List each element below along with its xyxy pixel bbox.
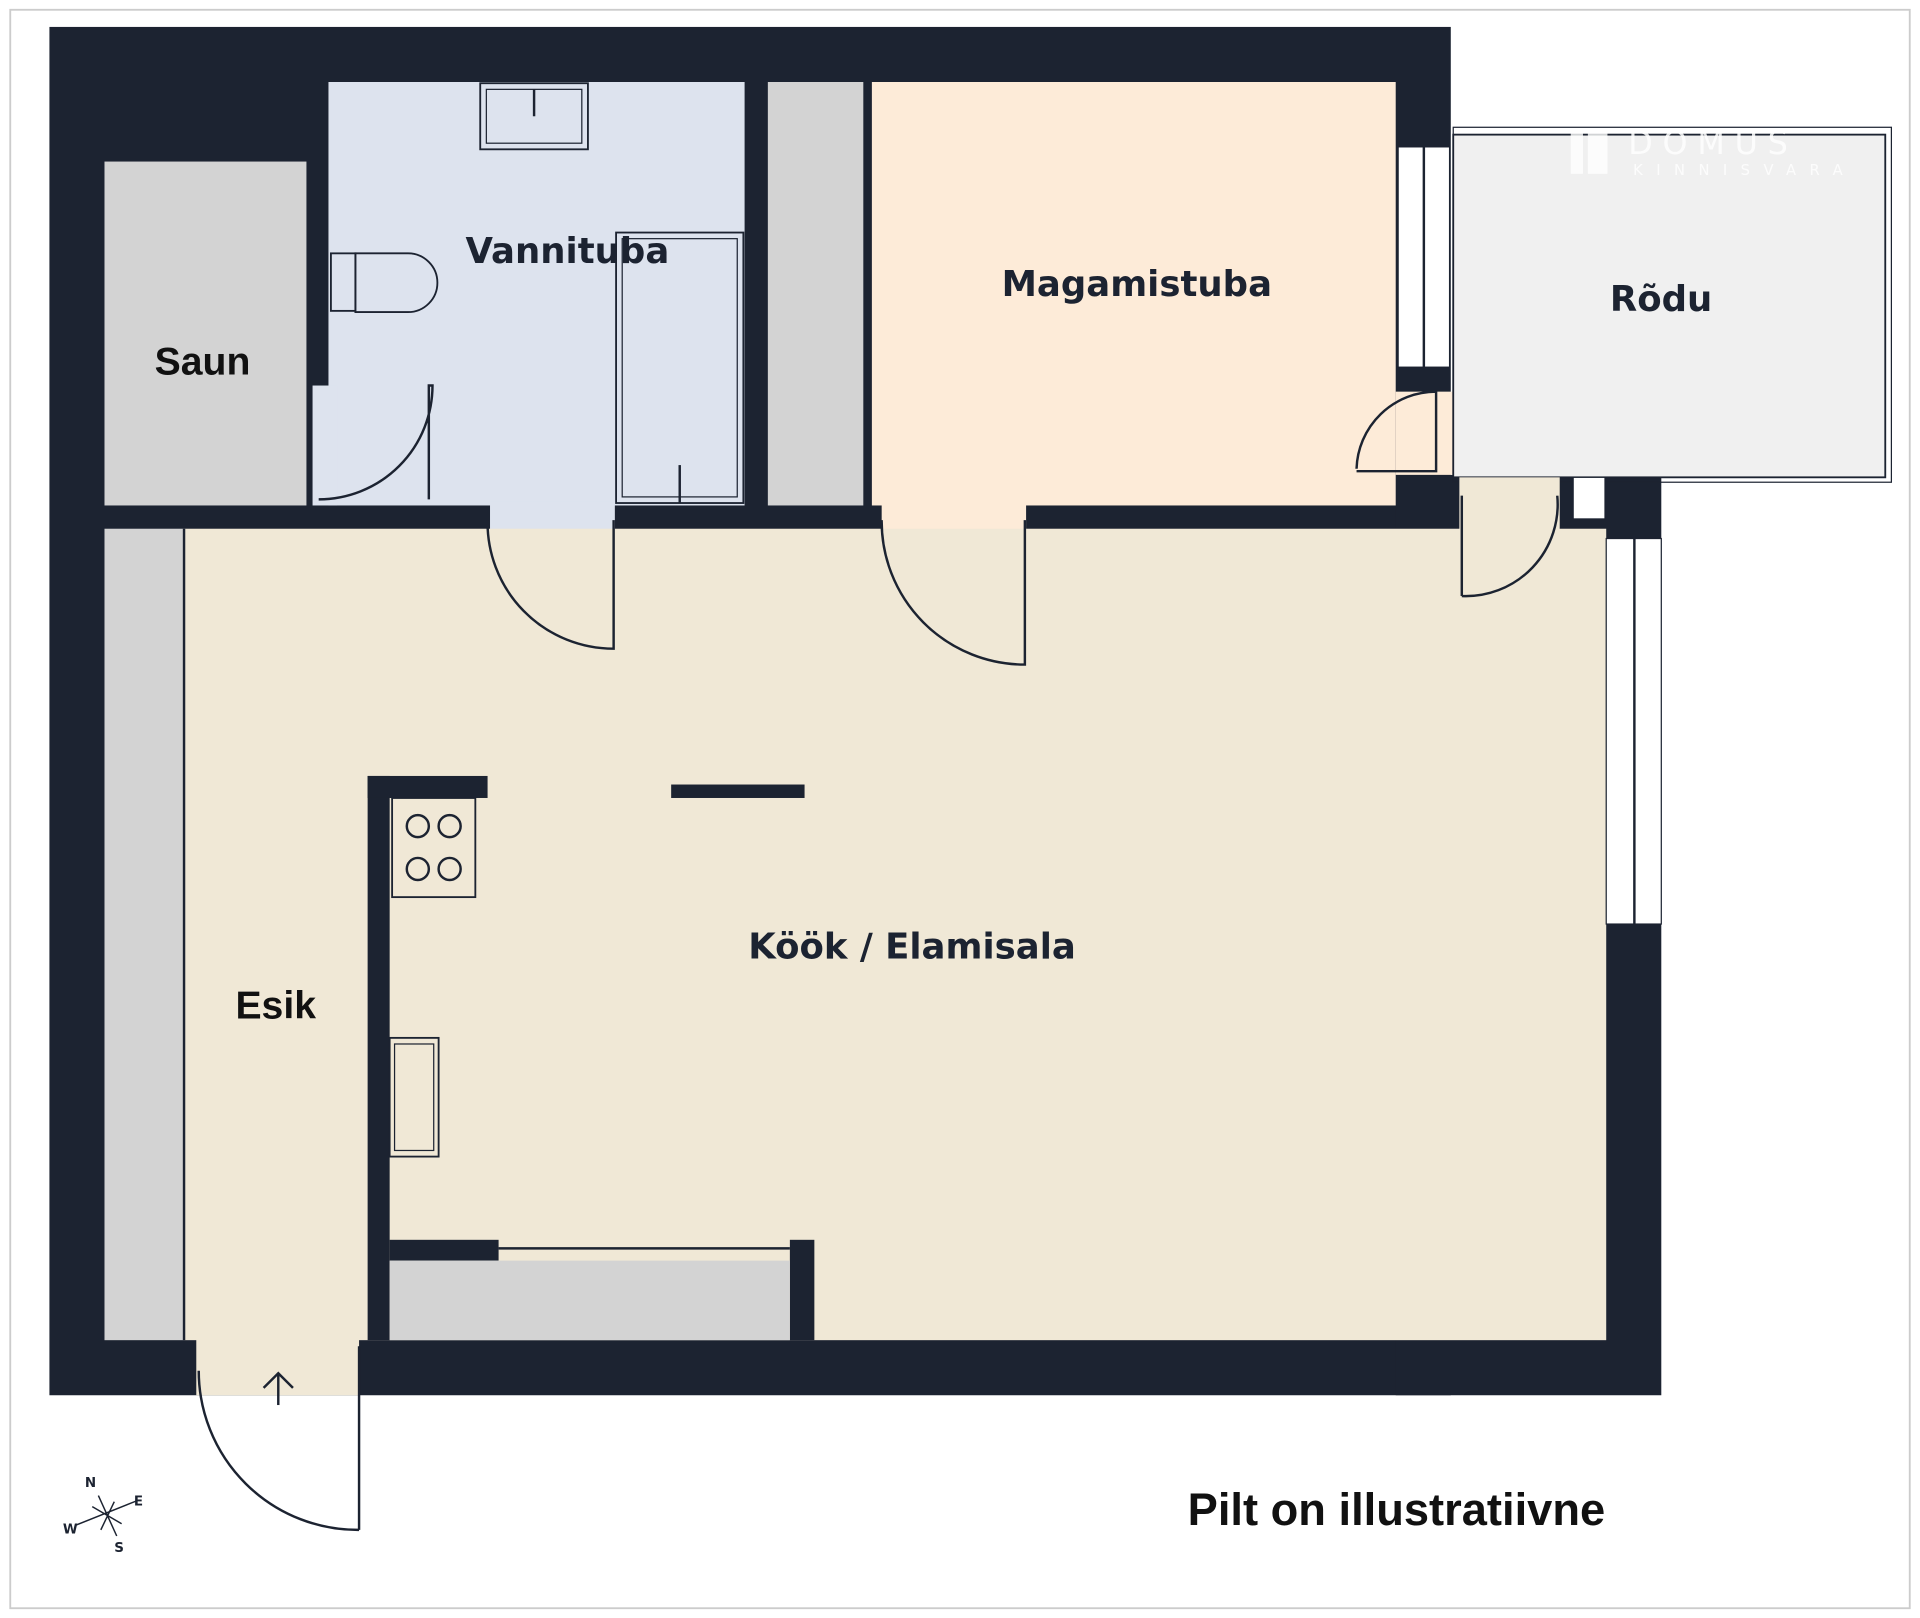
svg-text:DOMUS: DOMUS	[1628, 124, 1797, 162]
room-kook-elamisala	[184, 528, 1607, 1341]
balcony-doorway	[1459, 477, 1560, 532]
closet-esik	[104, 528, 185, 1341]
watermark-logo: DOMUS KINNISVARA	[1570, 124, 1856, 179]
entrance-arrow-icon	[262, 1371, 294, 1406]
svg-text:S: S	[114, 1541, 124, 1556]
kitchen-walls	[367, 775, 815, 1341]
label-rodu: Rõdu	[1610, 279, 1712, 320]
kitchen-sink	[388, 1036, 440, 1158]
page-border	[9, 8, 1911, 1610]
kitchen-storage	[389, 1260, 790, 1341]
vannituba-entry	[312, 385, 338, 506]
room-rodu	[1452, 133, 1887, 479]
closet	[767, 82, 864, 506]
bath-sink	[479, 82, 589, 151]
svg-text:N: N	[85, 1476, 96, 1491]
stove-burners	[405, 813, 462, 882]
illustrative-note: Pilt on illustratiivne	[1188, 1484, 1606, 1535]
label-kook-elamisala: Köök / Elamisala	[748, 926, 1076, 967]
svg-text:E: E	[134, 1494, 143, 1509]
label-esik: Esik	[235, 984, 316, 1027]
magamistuba-doorway	[881, 501, 1027, 532]
label-saun: Saun	[155, 341, 251, 384]
compass-icon: N E S W	[63, 1476, 143, 1556]
room-magamistuba	[871, 82, 1396, 506]
doors	[197, 384, 1559, 1532]
room-saun	[104, 161, 307, 506]
stove	[391, 797, 477, 899]
magamistuba-balcony-door	[1395, 391, 1455, 475]
vannituba-doorway	[490, 501, 615, 532]
label-vannituba: Vannituba	[466, 231, 670, 272]
svg-text:W: W	[63, 1523, 78, 1538]
label-magamistuba: Magamistuba	[1002, 264, 1272, 305]
svg-text:KINNISVARA: KINNISVARA	[1633, 162, 1856, 179]
room-vannituba	[328, 82, 745, 506]
toilet	[329, 252, 439, 314]
